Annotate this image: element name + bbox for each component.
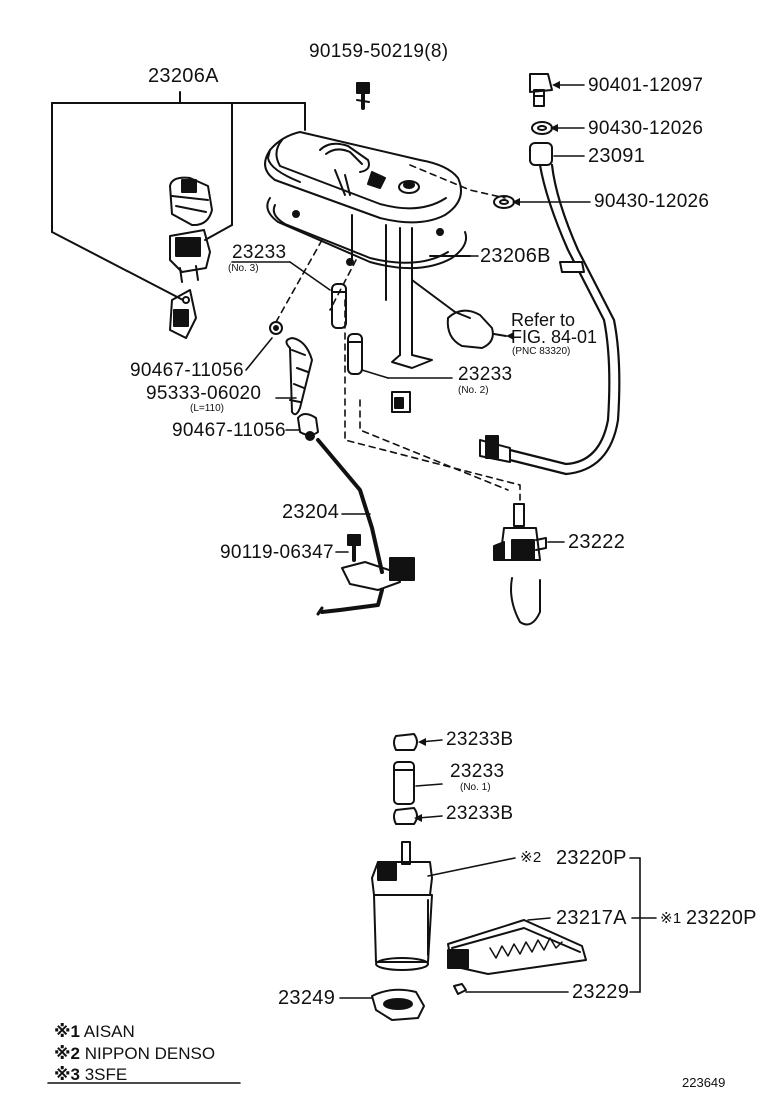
leader-arrows — [414, 81, 560, 822]
label-pump-alt: 23220P — [686, 907, 757, 929]
clip-23229 — [453, 983, 467, 995]
label-gauge-assy: 23206A — [148, 65, 219, 87]
cushion-b-bottom — [393, 807, 418, 825]
label-holder: 23249 — [278, 987, 336, 1009]
gauge-unit — [169, 176, 213, 283]
union-bolt-90401 — [529, 73, 553, 107]
fuel-line-23091 — [479, 142, 621, 476]
hose-95333 — [285, 337, 313, 416]
bolt-90159 — [356, 82, 370, 110]
gasket-90430-top — [531, 121, 553, 135]
sender-bracket-23206b — [351, 214, 471, 369]
label-cushion-no2: 23233 — [458, 364, 513, 385]
legend-mark-3: ※3 — [54, 1065, 80, 1084]
label-cushion-b-top: 23233B — [446, 729, 514, 750]
label-cushion-no3: 23233 — [232, 242, 287, 263]
label-gasket-top: 90430-12026 — [588, 118, 704, 139]
bracket-23206a — [51, 91, 306, 301]
label-pump-p-mark: ※2 — [520, 849, 542, 866]
label-valve: 23222 — [568, 531, 626, 553]
label-cushion-b-bottom: 23233B — [446, 803, 514, 824]
legend-item-1: ※1 AISAN — [54, 1023, 135, 1040]
label-clamp-lower: 90467-11056 — [172, 420, 286, 441]
reference-line3: (PNC 83320) — [512, 346, 571, 357]
label-filter: 23217A — [556, 907, 627, 929]
legend-item-2: ※2 NIPPON DENSO — [54, 1045, 215, 1062]
label-cushion-no1-note: (No. 1) — [460, 782, 491, 793]
clamp-upper — [269, 321, 283, 335]
legend-item-3: ※3 3SFE — [54, 1066, 127, 1083]
small-clip — [391, 391, 411, 413]
float — [446, 309, 507, 349]
label-union-bolt: 90401-12097 — [588, 75, 704, 96]
legend-text-3: 3SFE — [84, 1065, 128, 1084]
holder-23249 — [371, 988, 425, 1021]
legend-text-2: NIPPON DENSO — [84, 1044, 216, 1063]
label-clip: 23229 — [572, 981, 630, 1003]
dashed-guides — [275, 164, 521, 501]
label-bolt-top: 90159-50219(8) — [309, 41, 449, 62]
cushion-no1 — [393, 761, 415, 805]
plate-gasket — [266, 197, 468, 270]
label-pipe: 23204 — [282, 501, 340, 523]
pipe-23204 — [316, 438, 415, 616]
label-pump-alt-mark: ※1 — [660, 910, 682, 927]
label-hose-note: (L=110) — [190, 403, 225, 414]
label-cushion-no1: 23233 — [450, 761, 505, 782]
label-screw: 90119-06347 — [220, 542, 334, 563]
cushion-no3 — [331, 283, 347, 329]
valve-23222 — [493, 503, 547, 626]
label-fuel-line: 23091 — [588, 145, 646, 167]
legend-mark-1: ※1 — [54, 1022, 80, 1041]
legend-mark-2: ※2 — [54, 1044, 80, 1063]
cushion-no2 — [347, 333, 363, 375]
screw-90119 — [347, 534, 361, 562]
clamp-lower — [297, 413, 319, 441]
label-clamp-upper: 90467-11056 — [130, 360, 244, 381]
reference-line1: Refer to — [511, 310, 576, 330]
reference-line2: FIG. 84-01 — [511, 327, 598, 347]
gauge-top-plate — [264, 131, 462, 224]
label-cushion-no3-note: (No. 3) — [228, 263, 259, 274]
label-hose: 95333-06020 — [146, 383, 262, 404]
fuel-pump — [371, 841, 433, 971]
cushion-b-top — [393, 733, 418, 751]
label-gasket-2: 90430-12026 — [594, 191, 710, 212]
label-pump-p: 23220P — [556, 847, 627, 869]
connector-small — [169, 289, 197, 339]
figure-number: 223649 — [682, 1075, 726, 1090]
legend-text-1: AISAN — [83, 1022, 135, 1041]
leader-lines — [47, 84, 657, 1084]
label-sender-bracket: 23206B — [480, 245, 551, 267]
filter-23217a — [447, 919, 587, 975]
label-cushion-no2-note: (No. 2) — [458, 385, 489, 396]
